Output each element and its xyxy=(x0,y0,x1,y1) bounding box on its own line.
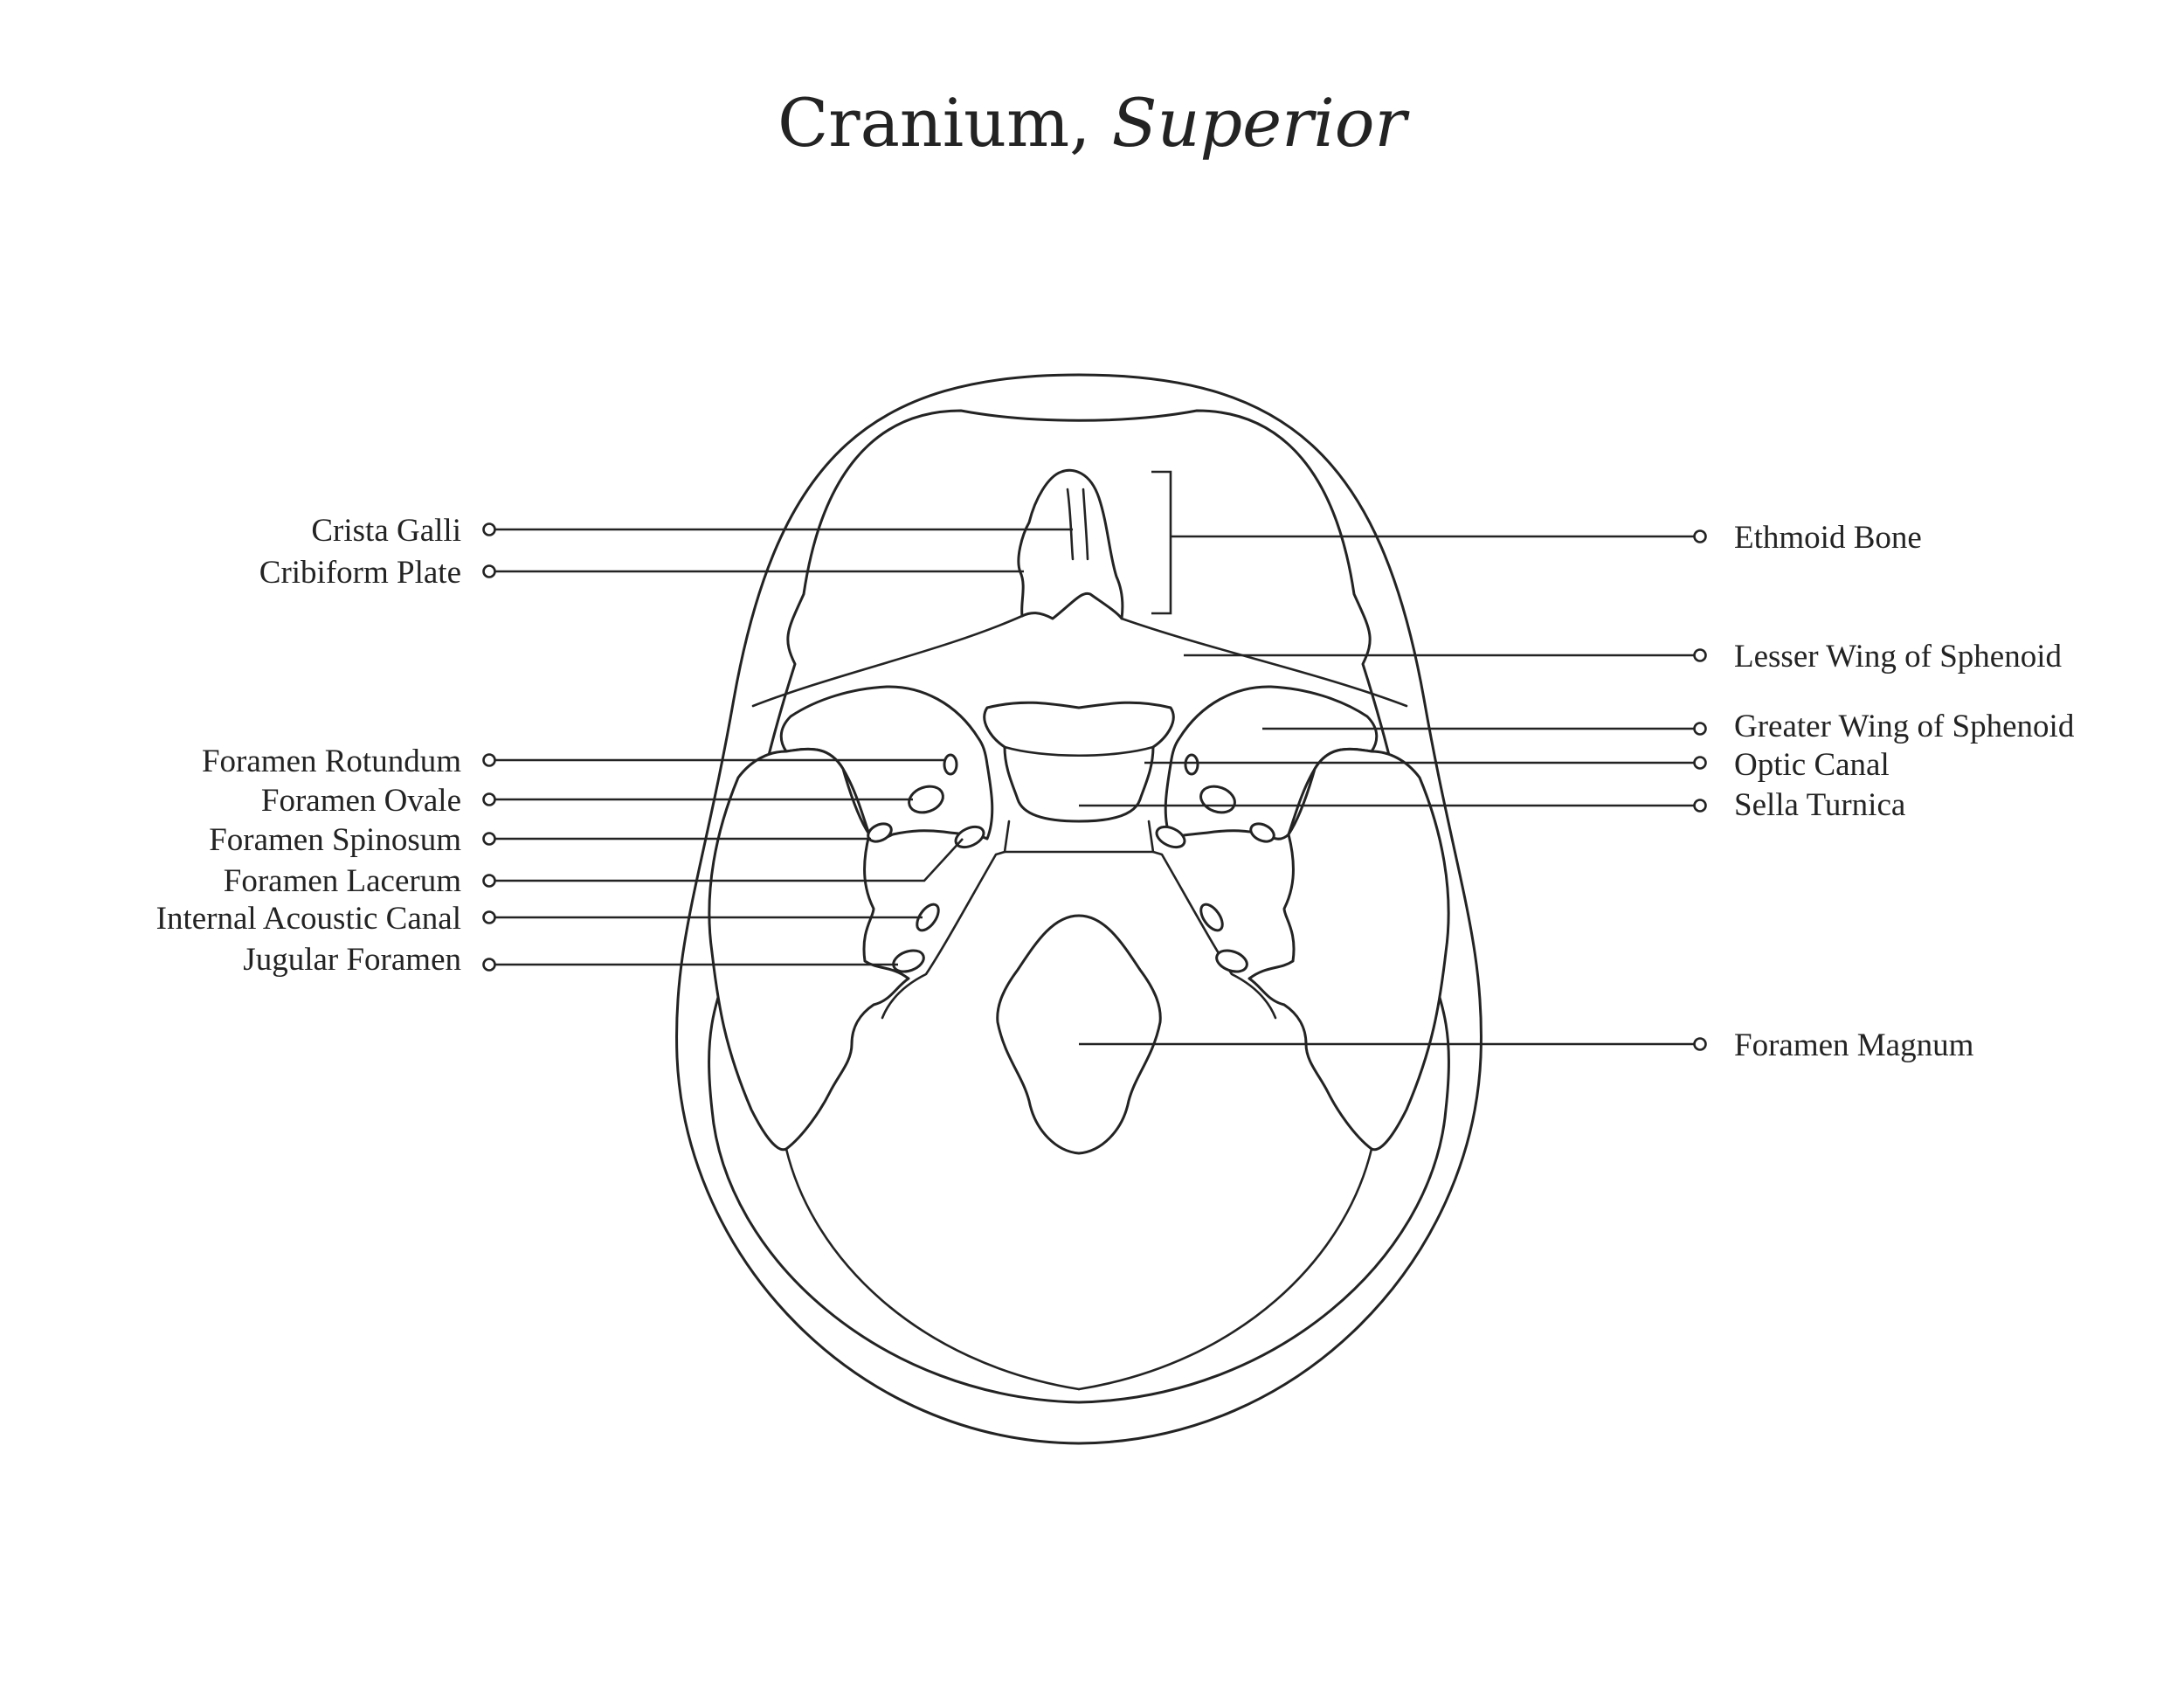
label-internal-acoustic-canal: Internal Acoustic Canal xyxy=(156,901,461,937)
posterior-fossa-left xyxy=(784,1147,1081,1391)
dot-jugular-foramen xyxy=(482,958,496,972)
ethmoid-bracket xyxy=(1151,470,1695,615)
title-subtitle: Superior xyxy=(1111,84,1406,162)
foramen-lacerum-right xyxy=(1155,825,1186,849)
jugular-foramen-right xyxy=(1215,949,1248,973)
leaders-right xyxy=(1079,529,1707,1051)
label-greater-wing-of-sphenoid: Greater Wing of Sphenoid xyxy=(1734,709,2075,744)
dot-sella-turnica xyxy=(1693,799,1707,813)
dot-optic-canal xyxy=(1693,756,1707,770)
clivus-left xyxy=(881,820,1011,1020)
label-foramen-ovale: Foramen Ovale xyxy=(261,783,461,819)
internal-acoustic-canal-left xyxy=(916,903,940,932)
dot-foramen-lacerum xyxy=(482,874,496,888)
label-crista-galli: Crista Galli xyxy=(311,513,461,549)
crista-galli-ridge xyxy=(1066,488,1089,561)
foramen-rotundum-left xyxy=(943,753,958,776)
title-main: Cranium, xyxy=(778,84,1091,162)
label-sella-turnica: Sella Turnica xyxy=(1734,787,1905,823)
internal-acoustic-canal-right xyxy=(1199,903,1224,932)
sella-line xyxy=(1003,745,1155,758)
label-foramen-lacerum: Foramen Lacerum xyxy=(224,863,461,899)
label-jugular-foramen: Jugular Foramen xyxy=(243,942,461,978)
label-foramen-spinosum: Foramen Spinosum xyxy=(209,822,461,858)
diagram-title: Cranium, Superior xyxy=(0,84,2184,162)
foramen-ovale-left xyxy=(908,785,944,814)
foramen-spinosum-right xyxy=(1249,822,1275,843)
foramen-lacerum-left xyxy=(954,825,985,849)
label-foramen-magnum: Foramen Magnum xyxy=(1734,1027,1974,1063)
labels-right-group: Ethmoid Bone Lesser Wing of Sphenoid Gre… xyxy=(1734,520,2075,1063)
sella-turnica-shape xyxy=(983,701,1175,823)
foramen-magnum-shape xyxy=(996,914,1162,1155)
dot-foramen-spinosum xyxy=(482,832,496,846)
lesser-wing-line xyxy=(751,614,1408,708)
dot-internal-acoustic-canal xyxy=(482,910,496,924)
crista-galli-shape xyxy=(1017,468,1124,620)
posterior-fossa-right xyxy=(1077,1147,1373,1391)
dot-foramen-ovale xyxy=(482,792,496,806)
occipital-left-lobe xyxy=(708,747,910,1152)
labels-left-group: Crista Galli Cribiform Plate Foramen Rot… xyxy=(156,513,462,978)
leader-foramen-lacerum xyxy=(489,838,964,882)
leaders-left xyxy=(482,522,1073,972)
foramen-rotundum-right xyxy=(1184,753,1199,776)
dot-greater-wing xyxy=(1693,722,1707,736)
label-foramen-rotundum: Foramen Rotundum xyxy=(202,744,461,779)
label-ethmoid-bone: Ethmoid Bone xyxy=(1734,520,1922,556)
dot-crista-galli xyxy=(482,522,496,536)
dot-ethmoid-bone xyxy=(1693,529,1707,543)
dot-cribiform-plate xyxy=(482,564,496,578)
label-lesser-wing-of-sphenoid: Lesser Wing of Sphenoid xyxy=(1734,639,2062,675)
dot-lesser-wing xyxy=(1693,648,1707,662)
label-optic-canal: Optic Canal xyxy=(1734,747,1890,783)
dot-foramen-rotundum xyxy=(482,753,496,767)
skull-inner-contour xyxy=(708,409,1450,1404)
label-cribiform-plate: Cribiform Plate xyxy=(259,555,461,591)
jugular-foramen-left xyxy=(892,949,925,973)
dot-foramen-magnum xyxy=(1693,1037,1707,1051)
